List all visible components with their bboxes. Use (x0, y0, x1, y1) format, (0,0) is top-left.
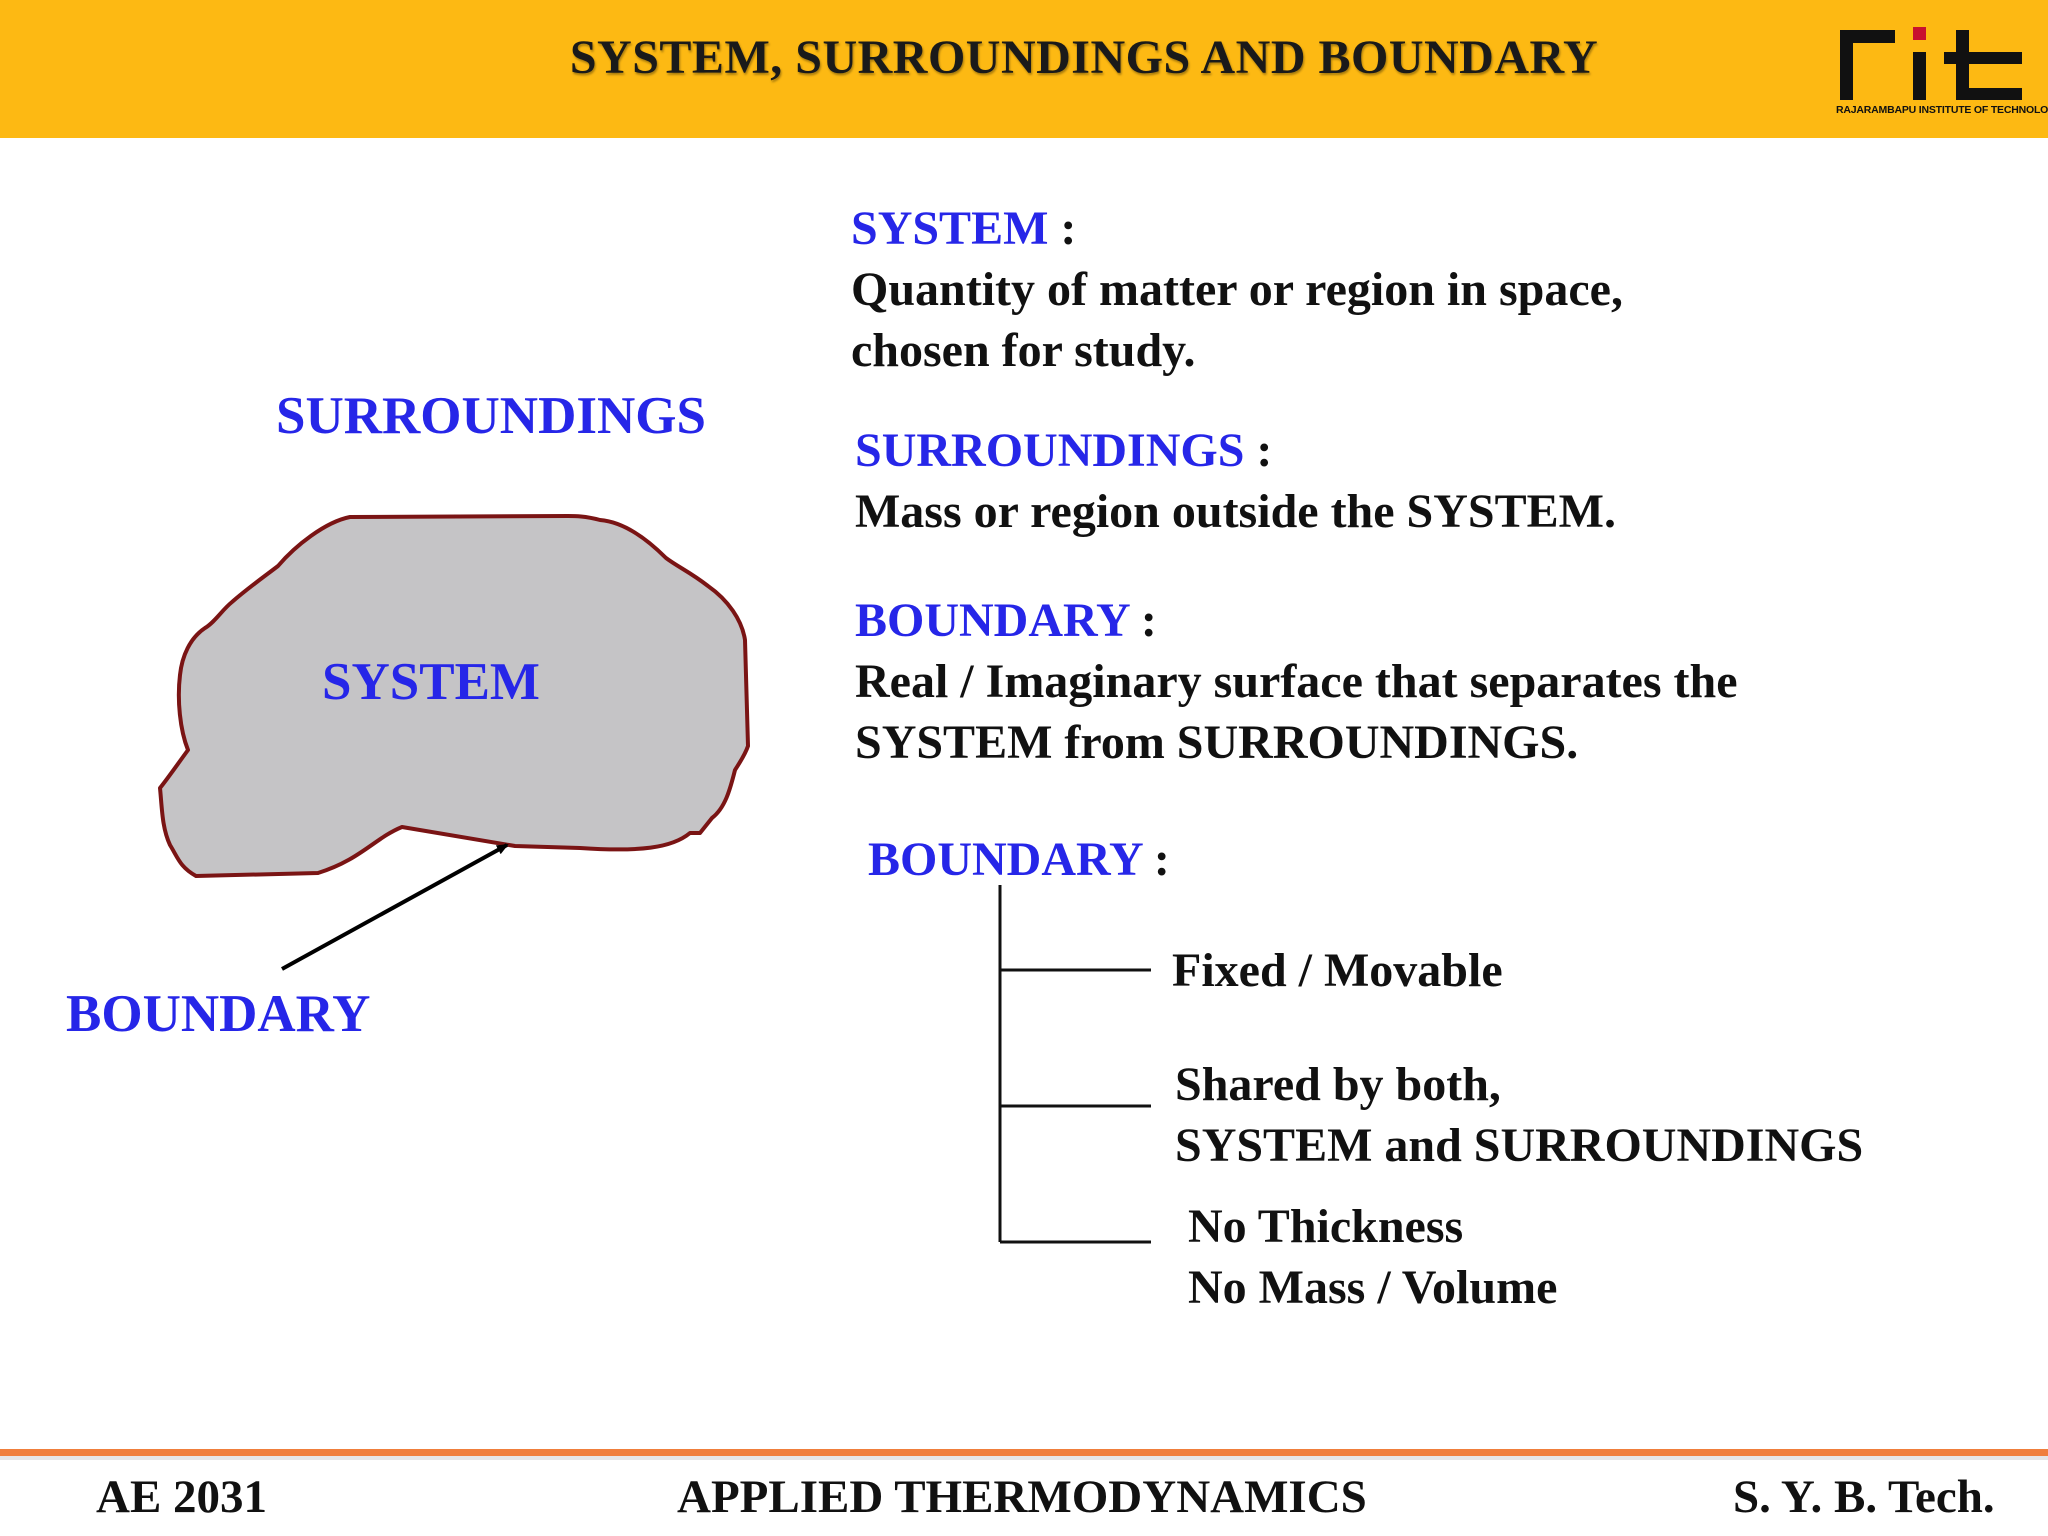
boundary-branch-text: Fixed / Movable (1172, 944, 1503, 997)
boundary-label: BOUNDARY (66, 985, 371, 1043)
boundary-definition-line: Real / Imaginary surface that separates … (855, 655, 1738, 708)
boundary-branch-text: No Mass / Volume (1188, 1261, 1558, 1314)
surroundings-definition-heading: SURROUNDINGS : (855, 427, 1272, 475)
boundary-pointer-arrow (281, 843, 509, 971)
boundary-branch-text: No Thickness (1188, 1200, 1464, 1253)
slide-title: SYSTEM, SURROUNDINGS AND BOUNDARY (569, 31, 1599, 84)
heading-colon: : (1140, 594, 1157, 647)
system-definition-heading: SYSTEM : (851, 205, 1076, 253)
boundary-tree-term: BOUNDARY (868, 833, 1142, 886)
footer-course-name: APPLIED THERMODYNAMICS (677, 1471, 1367, 1523)
footer-program: S. Y. B. Tech. (1733, 1471, 1995, 1523)
heading-colon: : (1060, 202, 1077, 255)
footer-rule-shadow (0, 1456, 2048, 1460)
logo-caption: RAJARAMBAPU INSTITUTE OF TECHNOLOGY (1836, 104, 2048, 116)
header-bar: SYSTEM, SURROUNDINGS AND BOUNDARY RAJARA… (0, 0, 2048, 138)
surroundings-label: SURROUNDINGS (276, 387, 706, 445)
system-label: SYSTEM (322, 653, 540, 711)
system-term: SYSTEM (851, 202, 1049, 255)
system-region (158, 514, 750, 878)
boundary-branch-text: Shared by both, (1175, 1058, 1501, 1111)
boundary-definition-heading: BOUNDARY : (855, 597, 1157, 645)
footer-course-code: AE 2031 (96, 1471, 268, 1523)
system-definition-line: chosen for study. (851, 324, 1196, 377)
heading-colon: : (1153, 833, 1170, 886)
surroundings-term: SURROUNDINGS (855, 424, 1245, 477)
heading-colon: : (1256, 424, 1273, 477)
surroundings-definition-line: Mass or region outside the SYSTEM. (855, 485, 1616, 538)
rit-logo-icon (1840, 27, 2022, 100)
footer-rule (0, 1449, 2048, 1456)
system-definition-line: Quantity of matter or region in space, (851, 263, 1623, 316)
boundary-definition-line: SYSTEM from SURROUNDINGS. (855, 716, 1579, 769)
boundary-term: BOUNDARY (855, 594, 1129, 647)
boundary-tree-heading: BOUNDARY : (868, 836, 1170, 884)
boundary-branch-text: SYSTEM and SURROUNDINGS (1175, 1119, 1864, 1172)
